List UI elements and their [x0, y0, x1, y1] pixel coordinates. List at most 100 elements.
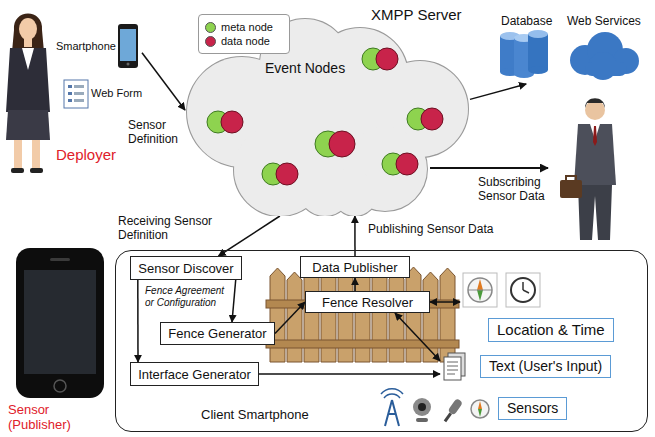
database-icon-part [528, 66, 548, 74]
document-icon-part [447, 366, 458, 367]
connector-arrow [354, 278, 356, 291]
clock-icon-part [522, 282, 524, 290]
input-box-label: Location & Time [488, 318, 614, 342]
box-label: Sensor Discover [132, 261, 239, 276]
data-node-dot [329, 131, 355, 157]
document-icon [444, 353, 465, 380]
sensor-icons-part [381, 389, 403, 398]
document-icon-part [447, 362, 458, 363]
document-icon-part [447, 370, 458, 371]
sensor-icons-part [478, 409, 482, 417]
text-input: Text (User's Input) [440, 350, 622, 386]
fence-illustration-part [266, 340, 459, 348]
sensor-icons-part [385, 400, 399, 426]
deployer-person-part [14, 140, 22, 169]
connector-arrow [395, 313, 440, 361]
deployer-person-part [11, 168, 24, 173]
web-form-icon-part [74, 92, 84, 95]
client-smartphone-frame: Client Smartphone Sensor Discover Data Pub… [115, 250, 648, 432]
data-node-dot [276, 163, 298, 185]
data-node-dot [376, 48, 398, 70]
connector-arrow [232, 280, 236, 322]
compass-icon-part [477, 279, 483, 290]
connector-arrow [275, 302, 305, 334]
web-form-icon-part [68, 85, 72, 88]
location-time-input: Location & Time [460, 268, 645, 346]
subscriber-person [560, 98, 616, 240]
compass-icon [463, 273, 497, 307]
web-form-icon-part [64, 80, 88, 108]
process-box: Sensor Discover [130, 256, 242, 280]
connector-label: Receiving Sensor Definition [118, 214, 218, 242]
web-form-icon-part [68, 99, 72, 102]
deployer-person [6, 14, 50, 174]
subscriber-person-part [578, 185, 612, 240]
server-title: XMPP Server [371, 6, 462, 24]
box-label: Fence Generator [162, 326, 272, 341]
flow-label: Subscribing Sensor Data [478, 175, 553, 203]
web-services-label: Web Services [567, 14, 641, 28]
sensor-icons-part [418, 403, 426, 411]
input-box-label: Sensors [498, 397, 567, 420]
database-icon-part [528, 30, 548, 38]
deployer-person-part [30, 168, 43, 173]
compass-icon-part [468, 278, 492, 302]
connector-label: Publishing Sensor Data [368, 222, 493, 236]
web-form-icon-part [74, 85, 84, 88]
document-icon-part [444, 357, 461, 380]
storage-services: DatabaseWeb Services [495, 12, 651, 84]
compass-icon-part [468, 290, 492, 291]
legend-text: meta node [221, 21, 273, 33]
box-label: Interface Generator [132, 367, 257, 382]
client-phone-illustration-part [50, 258, 70, 261]
sensor-icons-part [413, 398, 431, 416]
sensor-icons-part [471, 400, 489, 418]
subscriber-person-part [593, 126, 597, 146]
sensor-icons-part [442, 398, 463, 424]
compass-icon-part [477, 290, 483, 301]
web-form-icon-part [74, 99, 84, 102]
connector-arrow [430, 301, 460, 303]
process-box: Interface Generator [130, 362, 259, 386]
sensor-icons-part [416, 418, 428, 422]
frame-label: Client Smartphone [201, 407, 309, 423]
device-label: Smartphone [56, 40, 116, 53]
subscriber-person-part [560, 180, 582, 198]
data-node-dot [221, 111, 243, 133]
web-services-cloud-icon [570, 32, 639, 80]
deployer-person-part [32, 140, 40, 169]
subscriber-person-part [585, 98, 605, 108]
sensor-icons [381, 389, 489, 426]
role-label: Deployer [56, 146, 116, 164]
subscribe-arrow [430, 167, 548, 169]
smartphone-icon-part [118, 24, 138, 68]
smartphone-icon [118, 24, 138, 68]
legend-swatch [205, 36, 216, 47]
compass-icon-part [463, 273, 497, 307]
clock-icon-part [506, 273, 540, 307]
connector-arrow [470, 84, 526, 99]
input-box-label: Text (User's Input) [480, 355, 611, 378]
client-phone-illustration-part [54, 380, 66, 392]
deployer-person-part [22, 48, 34, 70]
legend-box: meta nodedata node [198, 14, 290, 54]
document-icon-part [447, 374, 455, 375]
event-nodes-label: Event Nodes [265, 60, 345, 77]
web-form-icon-part [68, 92, 72, 95]
web-services-cloud-icon-part [585, 62, 627, 76]
web-form-icon [64, 80, 88, 108]
fence-illustration [266, 265, 459, 362]
deployer-person-part [6, 110, 50, 140]
legend-swatch [205, 22, 216, 33]
deployer-person-part [19, 18, 37, 40]
box-label: Fence Resolver [316, 295, 419, 310]
process-box: Data Publisher [300, 256, 410, 278]
data-node-dot [421, 108, 443, 130]
client-phone-illustration [16, 248, 104, 398]
sensor-icons-part [478, 401, 482, 409]
subscriber-person-part [566, 176, 576, 180]
cloud-lobe [333, 172, 377, 216]
process-box: Fence Generator [160, 322, 275, 345]
legend-row: meta node [205, 21, 283, 33]
